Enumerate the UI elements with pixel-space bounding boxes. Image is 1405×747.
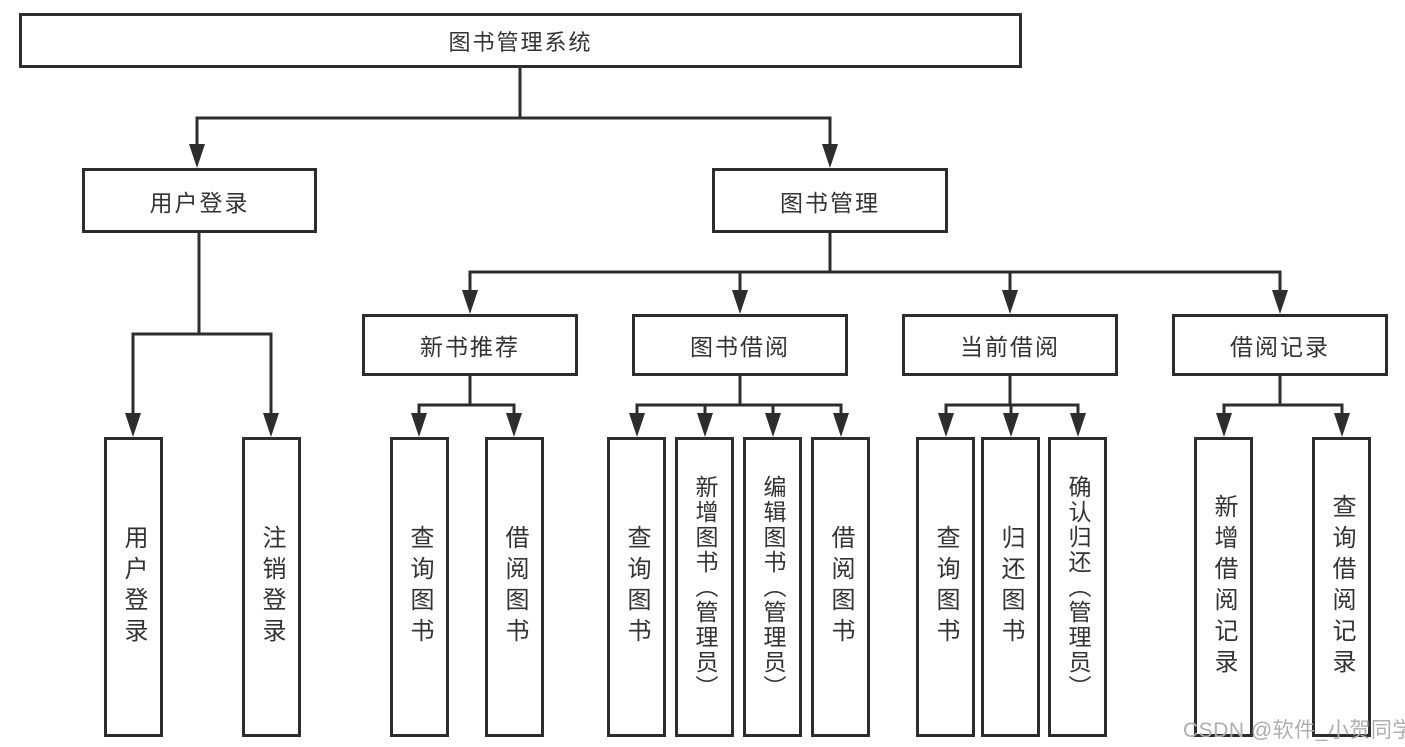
leaf-borrow-books: 借阅图书 — [811, 437, 870, 737]
node-new-book-recommend: 新书推荐 — [362, 314, 578, 376]
node-book-borrowing: 图书借阅 — [632, 314, 848, 376]
leaf-query-borrow-record: 查询借阅记录 — [1312, 437, 1371, 737]
node-user-login: 用户登录 — [82, 168, 317, 233]
connector-current-borrow-children — [938, 374, 1086, 437]
leaf-return-book: 归还图书 — [981, 437, 1040, 737]
node-borrowing-records: 借阅记录 — [1172, 314, 1388, 376]
leaf-query-books-recommend: 查询图书 — [390, 437, 449, 737]
leaf-borrow-books-recommend: 借阅图书 — [485, 437, 544, 737]
connector-book-mgmt-to-level3 — [462, 231, 1288, 314]
leaf-add-book-admin: 新增图书（管理员） — [675, 437, 734, 737]
leaf-edit-book-admin: 编辑图书（管理员） — [743, 437, 802, 737]
leaf-logout: 注销登录 — [242, 437, 301, 737]
node-system-root: 图书管理系统 — [19, 13, 1022, 68]
node-current-borrowing: 当前借阅 — [902, 314, 1118, 376]
leaf-query-books-current: 查询图书 — [916, 437, 975, 737]
node-book-management: 图书管理 — [712, 168, 948, 233]
leaf-confirm-return-admin: 确认归还（管理员） — [1048, 437, 1107, 737]
connector-borrow-records-children — [1216, 374, 1350, 437]
connector-user-login-children — [125, 231, 279, 437]
connector-new-book-children — [411, 374, 522, 437]
leaf-add-borrow-record: 新增借阅记录 — [1194, 437, 1253, 737]
connector-book-borrow-children — [629, 374, 849, 437]
connector-root-to-level2 — [189, 66, 838, 168]
leaf-user-login: 用户登录 — [104, 437, 163, 737]
leaf-query-books-borrow: 查询图书 — [607, 437, 666, 737]
